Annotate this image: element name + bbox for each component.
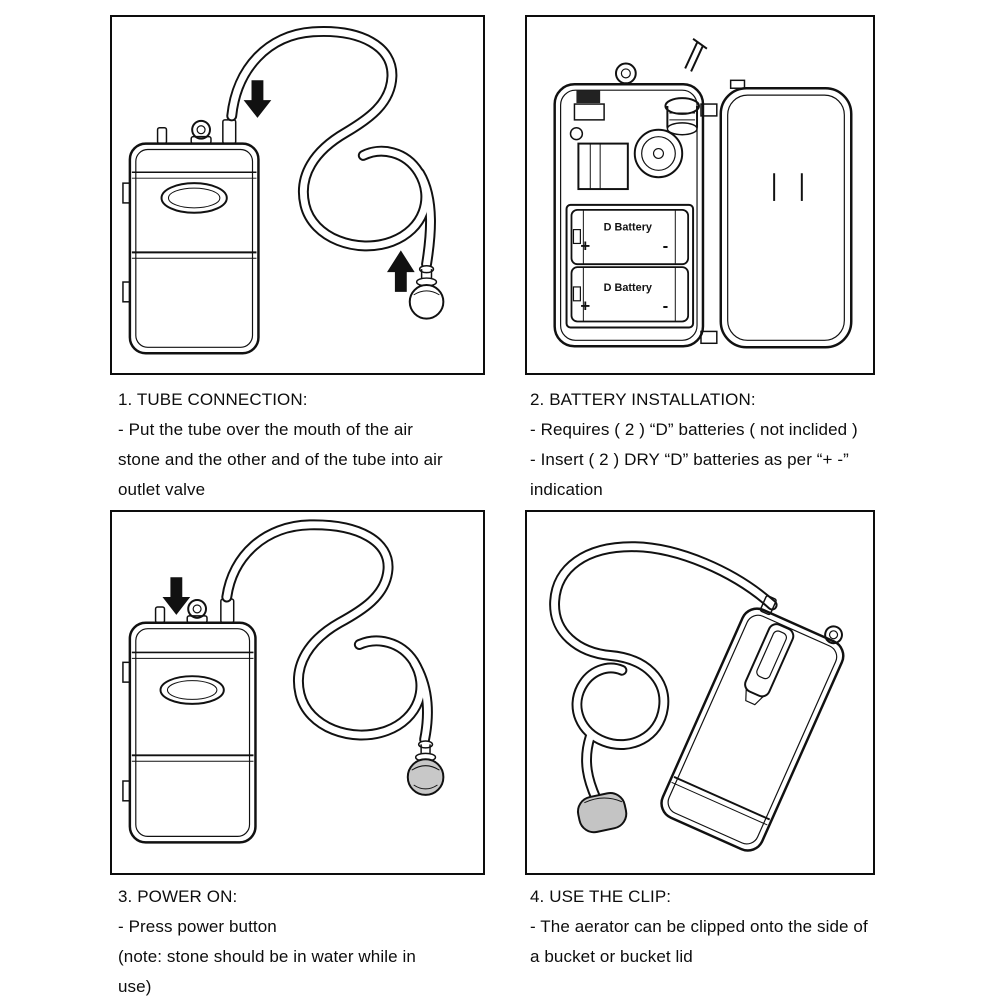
pump-diaphragm <box>633 128 684 179</box>
panel-use-the-clip <box>525 510 875 875</box>
arrow-down-icon <box>162 577 191 615</box>
power-switch <box>576 90 601 104</box>
step-2-line-3: indication <box>530 480 603 499</box>
battery-1 <box>570 208 690 266</box>
air-outlet-valve <box>664 97 700 115</box>
panel-tube-connection <box>110 15 485 375</box>
power-button <box>156 127 168 145</box>
arrow-down-icon <box>243 80 272 118</box>
step-2-line-1: - Requires ( 2 ) “D” batteries ( not inc… <box>530 420 858 439</box>
step-4-caption: 4. USE THE CLIP: - The aerator can be cl… <box>530 882 882 972</box>
battery-2-minus: - <box>663 297 669 316</box>
step-1-line-2: stone and the other and of the tube into… <box>118 450 443 469</box>
air-stone <box>576 792 628 834</box>
hanging-ring <box>614 62 637 85</box>
battery-1-plus: + <box>580 236 590 255</box>
step-3-line-2: (note: stone should be in water while in <box>118 947 416 966</box>
pump-label-oval <box>159 675 225 705</box>
belt-clip <box>744 623 795 698</box>
air-pump-device <box>122 119 260 355</box>
step-3-title: 3. POWER ON: <box>118 887 238 906</box>
pump-label-oval <box>160 182 228 214</box>
air-stone <box>406 740 445 796</box>
hanging-ring <box>187 599 208 619</box>
step-1-caption: 1. TUBE CONNECTION: - Put the tube over … <box>118 385 463 505</box>
step-1-line-3: outlet valve <box>118 480 206 499</box>
illustration-use-the-clip <box>549 541 845 852</box>
step-4-line-2: a bucket or bucket lid <box>530 947 693 966</box>
air-outlet-valve <box>222 119 237 145</box>
hinge-bottom <box>700 330 718 345</box>
air-tube <box>226 26 436 270</box>
air-stone <box>408 264 445 320</box>
hanging-ring <box>824 625 843 645</box>
step-1-line-1: - Put the tube over the mouth of the air <box>118 420 414 439</box>
battery-2-label: D Battery <box>604 282 652 294</box>
battery-1-label: D Battery <box>604 222 652 234</box>
open-case-left <box>553 38 708 348</box>
step-2-title: 2. BATTERY INSTALLATION: <box>530 390 756 409</box>
open-case-lid <box>719 79 853 349</box>
step-3-line-3: use) <box>118 977 152 996</box>
air-pump-device-tilted <box>660 595 845 852</box>
battery-1-minus: - <box>663 236 669 255</box>
valve-stem <box>684 38 708 72</box>
illustration-power-on <box>122 519 445 844</box>
panel-power-on <box>110 510 485 875</box>
power-button <box>154 606 166 624</box>
step-2-line-2: - Insert ( 2 ) DRY “D” batteries as per … <box>530 450 849 469</box>
step-4-title: 4. USE THE CLIP: <box>530 887 672 906</box>
air-tube <box>549 541 778 805</box>
step-4-line-1: - The aerator can be clipped onto the si… <box>530 917 868 936</box>
battery-labels: D Battery + - D Battery + - <box>580 222 668 316</box>
air-pump-device <box>122 598 257 844</box>
battery-compartment <box>565 103 718 345</box>
panel-battery-installation: D Battery + - D Battery + - <box>525 15 875 375</box>
air-tube <box>221 519 433 745</box>
hinge-top <box>700 103 718 117</box>
illustration-battery-installation: D Battery + - D Battery + - <box>553 38 853 349</box>
arrow-up-icon <box>386 250 415 292</box>
battery-2 <box>570 266 690 323</box>
illustration-tube-connection <box>122 26 445 355</box>
air-outlet-valve <box>220 598 235 624</box>
step-3-caption: 3. POWER ON: - Press power button (note:… <box>118 882 463 1002</box>
step-1-title: 1. TUBE CONNECTION: <box>118 390 308 409</box>
hanging-ring <box>191 119 211 140</box>
motor-block <box>577 142 629 191</box>
battery-2-plus: + <box>580 297 590 316</box>
step-2-caption: 2. BATTERY INSTALLATION: - Requires ( 2 … <box>530 385 882 505</box>
step-3-line-1: - Press power button <box>118 917 277 936</box>
air-outlet-valve <box>759 595 777 616</box>
